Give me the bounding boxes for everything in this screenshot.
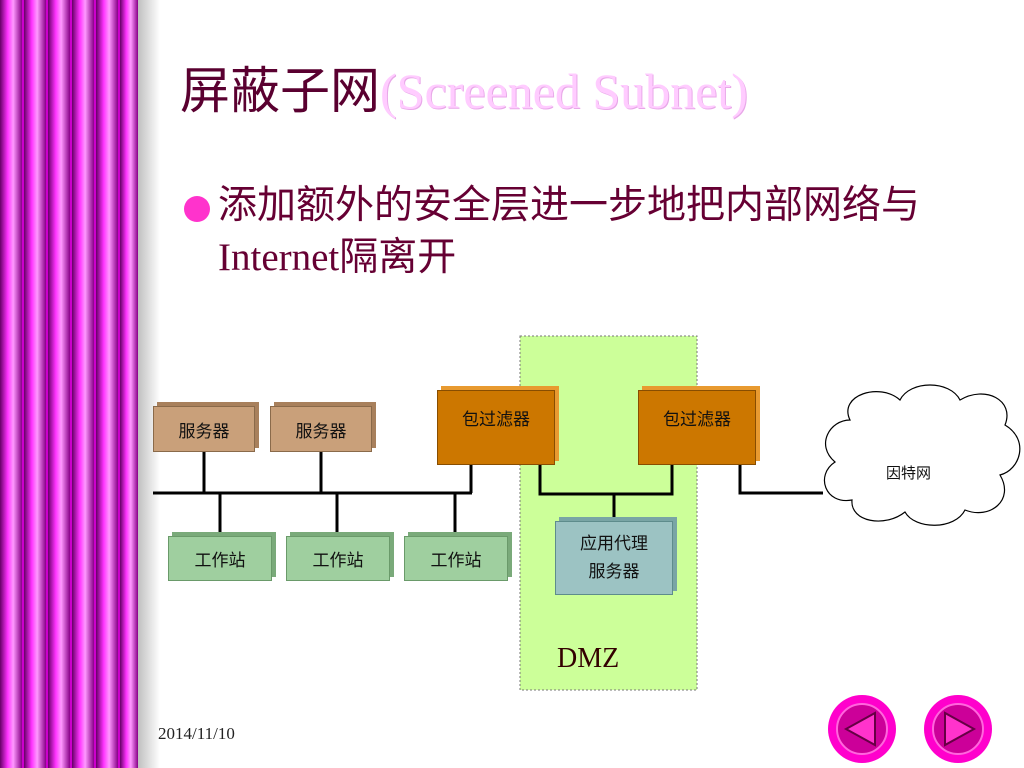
bullet-text-internet: Internet (218, 236, 340, 279)
proxy-line-2: 服务器 (588, 562, 640, 582)
bullet-text: 添加额外的安全层进一步地把内部网络与 Internet隔离开 (218, 180, 1008, 284)
bullet-dot-icon (184, 196, 210, 222)
server-box-2: 服务器 (270, 406, 372, 452)
prev-button[interactable] (826, 693, 898, 765)
internet-label: 因特网 (886, 464, 932, 482)
triangle-left-icon (843, 711, 876, 747)
packet-filter-right: 包过滤器 (638, 390, 756, 465)
proxy-server-box: 应用代理 服务器 (555, 521, 673, 595)
triangle-right-icon (944, 711, 977, 747)
workstation-box-3: 工作站 (404, 536, 508, 581)
title-chinese: 屏蔽子网 (180, 62, 380, 120)
packet-filter-left: 包过滤器 (437, 390, 555, 465)
workstation-box-2: 工作站 (286, 536, 390, 581)
bullet-text-part2: 隔离开 (339, 235, 457, 280)
decorative-stripes (0, 0, 160, 768)
internet-cloud (823, 384, 1021, 526)
page-title: 屏蔽子网(Screened Subnet) (180, 60, 748, 122)
title-english: (Screened Subnet) (380, 63, 748, 119)
footer-date: 2014/11/10 (158, 724, 235, 743)
network-lines (153, 452, 823, 535)
proxy-line-1: 应用代理 (580, 534, 648, 554)
server-box-1: 服务器 (153, 406, 255, 452)
next-button[interactable] (922, 693, 994, 765)
workstation-box-1: 工作站 (168, 536, 272, 581)
bullet-text-part1: 添加额外的安全层进一步地把内部网络与 (218, 183, 921, 228)
dmz-label: DMZ (557, 643, 620, 674)
